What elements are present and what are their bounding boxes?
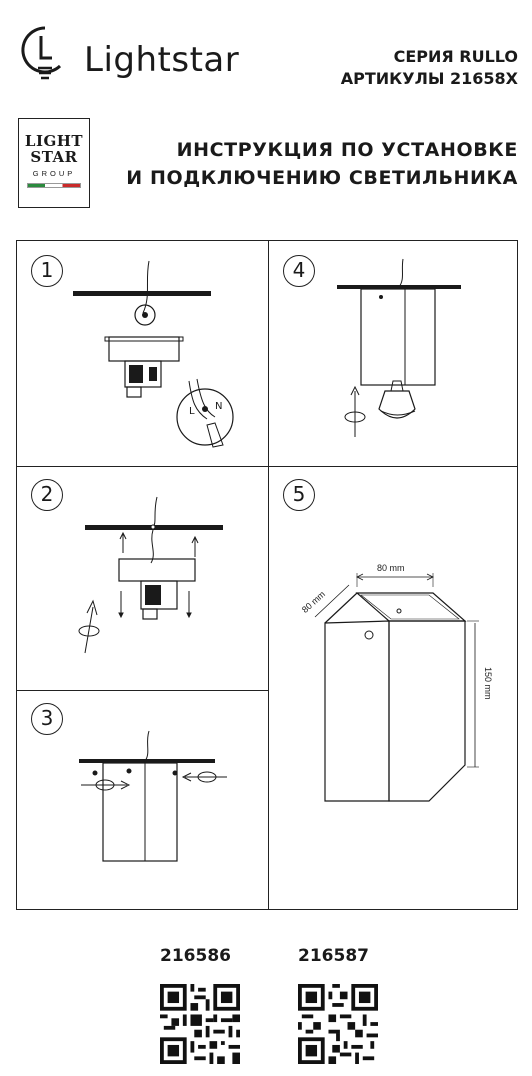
step-2-illustration <box>78 496 223 654</box>
instruction-line2: И ПОДКЛЮЧЕНИЮ СВЕТИЛЬНИКА <box>126 167 518 189</box>
code-label-216587: 216587 <box>298 946 369 966</box>
step-2-number: 2 <box>31 479 63 511</box>
step-1-panel: 1 L N <box>17 241 269 467</box>
series-line: СЕРИЯ RULLO <box>393 47 518 66</box>
brand-logo: Lightstar <box>14 22 274 82</box>
step-3-number: 3 <box>31 703 63 735</box>
light-star-group-logo: LIGHT STAR GROUP <box>18 118 90 208</box>
wire-label-l: L <box>189 406 195 417</box>
step-5-illustration: 80 mm 80 mm 150 mm <box>300 563 493 802</box>
step-3-panel: 3 <box>17 691 269 909</box>
instruction-title: ИНСТРУКЦИЯ ПО УСТАНОВКЕ И ПОДКЛЮЧЕНИЮ СВ… <box>126 136 518 192</box>
step-3-illustration <box>79 730 227 862</box>
dim-width-label: 80 mm <box>377 563 405 573</box>
brand-name: Lightstar <box>84 40 240 80</box>
step-4-number: 4 <box>283 255 315 287</box>
group-logo-line3: GROUP <box>32 169 76 178</box>
qr-code-216586 <box>160 984 240 1064</box>
italian-flag-stripe <box>27 183 81 188</box>
dim-depth-label: 80 mm <box>300 589 327 615</box>
step-1-illustration: L N <box>73 260 234 448</box>
dim-height-label: 150 mm <box>483 667 493 700</box>
instruction-line1: ИНСТРУКЦИЯ ПО УСТАНОВКЕ <box>176 139 518 161</box>
articles-line: АРТИКУЛЫ 21658X <box>340 69 518 88</box>
step-5-panel: 5 80 mm 80 mm 150 mm <box>269 467 517 909</box>
step-4-illustration <box>337 258 461 437</box>
step-2-panel: 2 <box>17 467 269 691</box>
group-logo-line1: LIGHT <box>24 132 84 150</box>
step-1-number: 1 <box>31 255 63 287</box>
step-5-number: 5 <box>283 479 315 511</box>
code-label-216586: 216586 <box>160 946 231 966</box>
article-codes: 216586 216587 <box>0 946 532 1076</box>
wire-label-n: N <box>215 401 222 412</box>
installation-steps-grid: 1 L N 4 <box>16 240 518 910</box>
group-logo-line2: STAR <box>30 148 78 166</box>
step-4-panel: 4 <box>269 241 517 467</box>
lightbulb-ls-icon <box>21 26 62 80</box>
qr-code-216587 <box>298 984 378 1064</box>
series-info: СЕРИЯ RULLO АРТИКУЛЫ 21658X <box>341 46 518 90</box>
